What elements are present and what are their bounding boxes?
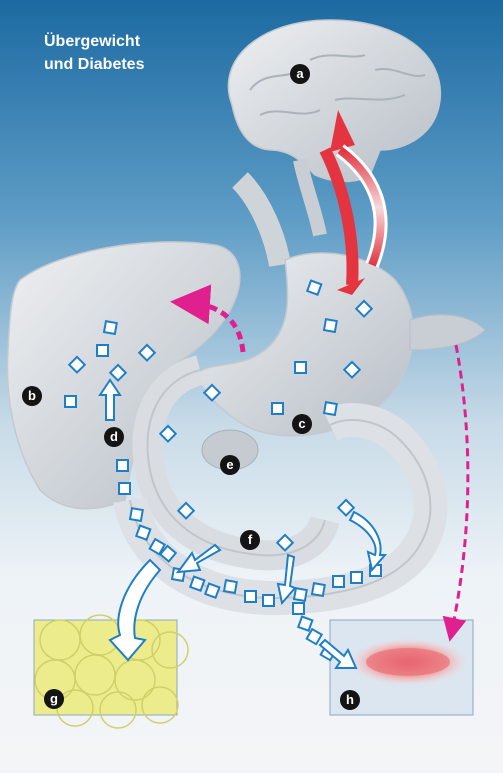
label-c-stomach: c (292, 414, 312, 434)
label-a-brain: a (290, 64, 310, 84)
glucose-particle (245, 591, 256, 602)
glucose-particle (293, 603, 304, 614)
label-e-pancreas: e (220, 455, 240, 475)
glucose-particle (65, 396, 76, 407)
label-h-muscle: h (340, 690, 360, 710)
glucose-particle (136, 526, 150, 540)
label-d-portal-flow: d (104, 427, 124, 447)
glucose-particle (298, 617, 312, 631)
glucose-particle (272, 403, 283, 414)
diagram-title: Übergewicht und Diabetes (44, 30, 144, 76)
glucose-particle (312, 583, 325, 596)
glucose-particle (294, 588, 307, 601)
fat-tissue-inset (34, 615, 188, 728)
glucose-particle (324, 319, 337, 332)
glucose-particle (205, 584, 219, 598)
label-g-fat-tissue: g (44, 689, 64, 709)
title-line-2: und Diabetes (44, 53, 144, 76)
glucose-particle (97, 345, 108, 356)
label-b-liver: b (22, 386, 42, 406)
glucose-particle (307, 281, 321, 295)
label-f-bloodstream: f (240, 530, 260, 550)
glucose-particle (224, 580, 237, 593)
glucose-particle (119, 483, 130, 494)
glucose-particle (190, 577, 204, 591)
title-line-1: Übergewicht (44, 30, 144, 53)
glucose-particle (351, 572, 362, 583)
glucose-particle (130, 508, 143, 521)
glucose-particle (324, 402, 337, 415)
glucose-particle (104, 321, 117, 334)
glucose-particle (295, 362, 306, 373)
glucose-particle (117, 460, 128, 471)
glucose-particle (333, 576, 344, 587)
glucose-particle (263, 595, 274, 606)
